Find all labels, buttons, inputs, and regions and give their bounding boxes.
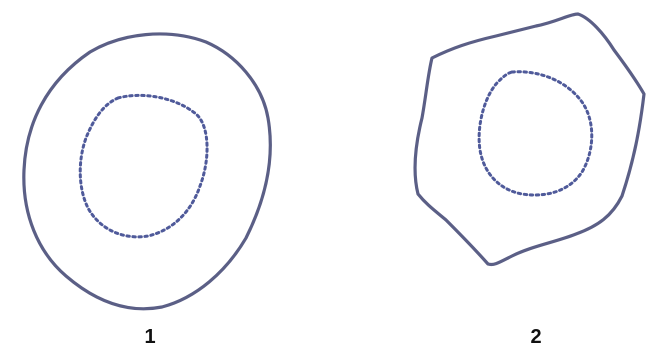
- cell-1-outline: [24, 34, 271, 309]
- cell-2-nucleus: [479, 72, 592, 195]
- cell-1-nucleus: [80, 95, 207, 236]
- cell-1-label: 1: [130, 326, 170, 348]
- cell-2-outline: [415, 14, 644, 265]
- cell-1: [24, 34, 271, 309]
- cell-2-label: 2: [516, 326, 556, 348]
- cell-2: [415, 14, 644, 265]
